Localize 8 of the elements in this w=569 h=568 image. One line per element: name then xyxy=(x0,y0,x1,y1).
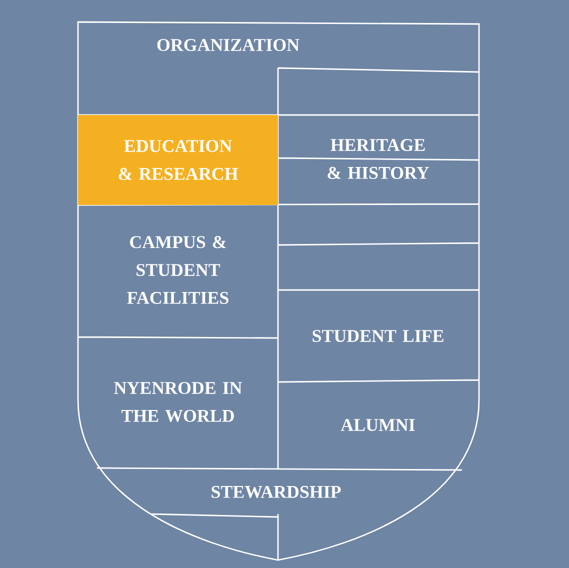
section-label: NYENRODE IN THE WORLD xyxy=(114,382,242,422)
section-label: HERITAGE & HISTORY xyxy=(328,139,430,179)
section-label: ORGANIZATION xyxy=(157,38,300,52)
section-label: ALUMNI xyxy=(340,419,415,432)
highlighted-section: EDUCATION & RESEARCH xyxy=(78,115,278,205)
section-label: CAMPUS & STUDENT FACILITIES xyxy=(127,236,228,304)
section-label: STUDENT LIFE xyxy=(312,330,444,342)
section-label: STEWARDSHIP xyxy=(212,486,341,498)
